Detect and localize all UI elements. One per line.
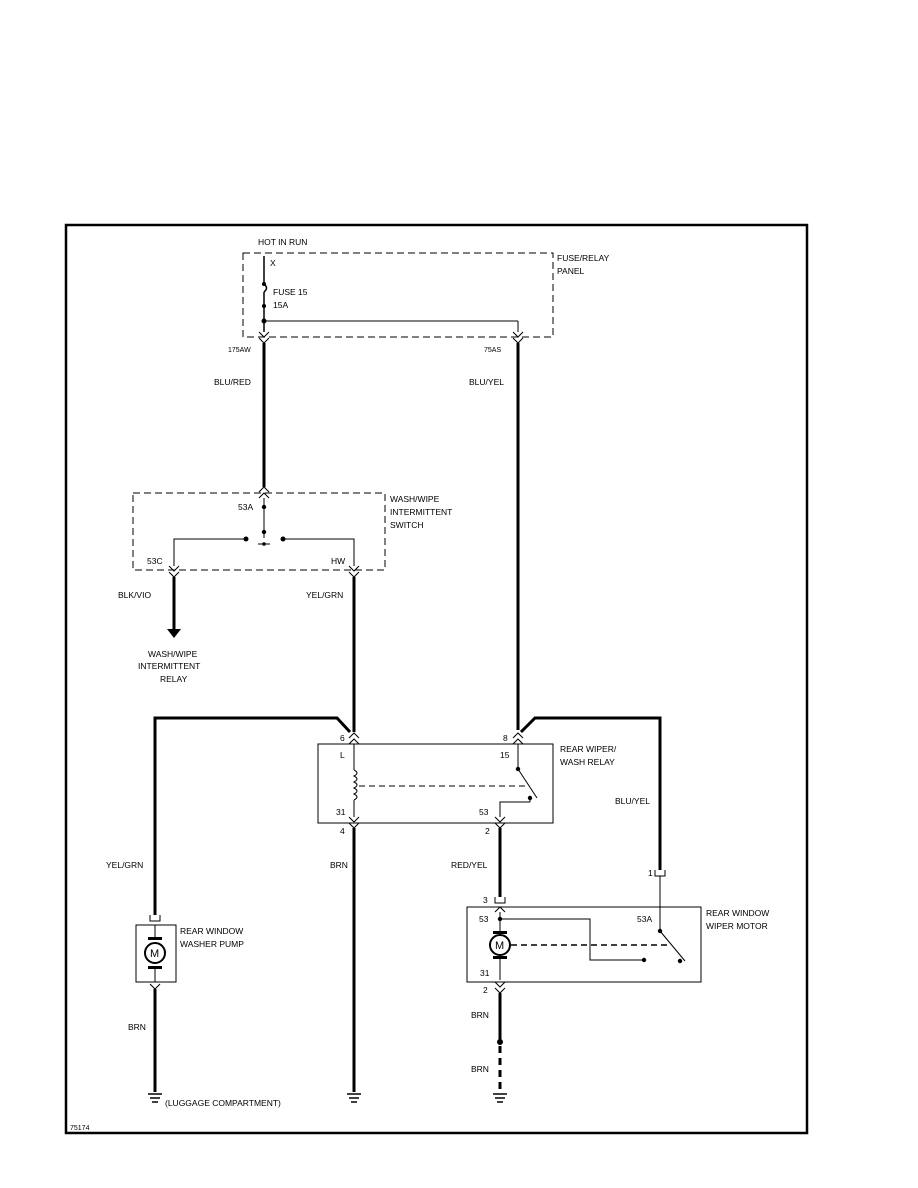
fuse-panel-name-1: FUSE/RELAY [557, 253, 610, 263]
relay-dest-3: RELAY [160, 674, 188, 684]
pin-53a-label: 53A [238, 502, 253, 512]
connector-pin8 [512, 732, 524, 745]
ground-symbol-relay [347, 1093, 361, 1103]
relay-dest-1: WASH/WIPE [148, 649, 198, 659]
fuse-panel-name-2: PANEL [557, 266, 585, 276]
motor-pin1-label: 1 [648, 868, 653, 878]
switch-name-3: SWITCH [390, 520, 424, 530]
pin53-label: 53 [479, 807, 489, 817]
wire-blu-red-label: BLU/RED [214, 377, 251, 387]
switch-name-2: INTERMITTENT [390, 507, 452, 517]
wire-brn-motor-2-label: BRN [471, 1064, 489, 1074]
ground-symbol-pump [148, 1093, 162, 1103]
pin8-label: 8 [503, 733, 508, 743]
wire-blk-vio-label: BLK/VIO [118, 590, 151, 600]
wiper-relay-name-2: WASH RELAY [560, 757, 615, 767]
wire-brn-relay-label: BRN [330, 860, 348, 870]
fuse-panel-box [242, 252, 554, 338]
ground-symbol-motor [493, 1093, 507, 1103]
washer-pump-name-2: WASHER PUMP [180, 939, 244, 949]
diagram-frame [64, 223, 809, 1135]
pin-175aw-label: 175AW [228, 347, 251, 354]
motor-pin3-label: 3 [483, 895, 488, 905]
rear-wiper-wash-relay: 6 8 L 15 31 53 4 2 REAR WIPER/ WASH RELA… [317, 732, 617, 836]
pin15-label: 15 [500, 750, 510, 760]
connector-pump-top [149, 915, 161, 922]
wash-wipe-switch: 53A 53C HW WASH/WIPE INTERMITTENT SWITCH [132, 486, 452, 578]
figure-id: 75174 [70, 1125, 90, 1132]
wire-blu-yel-to-motor [519, 716, 662, 870]
wire-red-yel-label: RED/YEL [451, 860, 488, 870]
washer-pump-box [135, 924, 177, 983]
connector-pin1 [654, 870, 666, 877]
switch-name-1: WASH/WIPE [390, 494, 440, 504]
washer-pump-motor-letter: M [150, 948, 159, 960]
fuse-terminal-label: X [270, 258, 276, 268]
wire-brn-pump-label: BRN [128, 1022, 146, 1032]
wire-blu-yel-label: BLU/YEL [469, 377, 504, 387]
wiper-motor-icon [489, 934, 511, 956]
wiper-relay-box [317, 743, 554, 824]
motor-pin2-label: 2 [483, 985, 488, 995]
wiper-motor-box [466, 906, 702, 983]
connector-53c [168, 565, 180, 578]
park-switch-contact [659, 930, 686, 962]
connector-53a [258, 486, 270, 499]
washer-pump-name-1: REAR WINDOW [180, 926, 243, 936]
relay-coil [352, 769, 358, 801]
pin-hw-label: HW [331, 556, 345, 566]
fuse-label: FUSE 15 [273, 287, 308, 297]
motor-pin53-label: 53 [479, 914, 489, 924]
pin-l-label: L [340, 750, 345, 760]
pin-75as-label: 75AS [484, 347, 501, 354]
switch-box [132, 492, 386, 571]
wire-yel-grn-1-label: YEL/GRN [306, 590, 343, 600]
relay-dest-2: INTERMITTENT [138, 661, 200, 671]
pin31-label: 31 [336, 807, 346, 817]
washer-pump-motor-icon [144, 942, 166, 964]
wiper-motor-name-1: REAR WINDOW [706, 908, 769, 918]
connector-pin6 [348, 732, 360, 745]
pin6-label: 6 [340, 733, 345, 743]
rear-window-wiper-motor: 3 1 53 53A M 31 2 REAR WINDOW WIPER MOTO… [466, 868, 769, 995]
fuse-rating-label: 15A [273, 300, 288, 310]
rear-window-washer-pump: M REAR WINDOW WASHER PUMP [135, 915, 244, 990]
connector-motor-pin2 [494, 981, 506, 994]
connector-pin3 [494, 897, 506, 904]
hot-in-run-label: HOT IN RUN [258, 237, 307, 247]
relay-contact [517, 768, 538, 799]
pin-53c-label: 53C [147, 556, 163, 566]
pin4-label: 4 [340, 826, 345, 836]
wire-blu-yel-2-label: BLU/YEL [615, 796, 650, 806]
arrow-to-relay [167, 629, 181, 638]
motor-pin31-label: 31 [480, 968, 490, 978]
wire-yel-grn-to-pump [153, 716, 352, 915]
motor-pin53a-label: 53A [637, 914, 652, 924]
wiper-motor-name-2: WIPER MOTOR [706, 921, 768, 931]
connector-hw [348, 565, 360, 578]
fuse-relay-panel: HOT IN RUN X FUSE 15 15A FUSE/RELAY PANE… [228, 237, 610, 354]
ground-location-label: (LUGGAGE COMPARTMENT) [165, 1098, 281, 1108]
connector-pump-bottom [149, 983, 161, 990]
wiper-relay-name-1: REAR WIPER/ [560, 744, 617, 754]
wiper-motor-letter: M [495, 940, 504, 952]
wire-brn-motor-1-label: BRN [471, 1010, 489, 1020]
wire-yel-grn-2-label: YEL/GRN [106, 860, 143, 870]
pin2-label: 2 [485, 826, 490, 836]
